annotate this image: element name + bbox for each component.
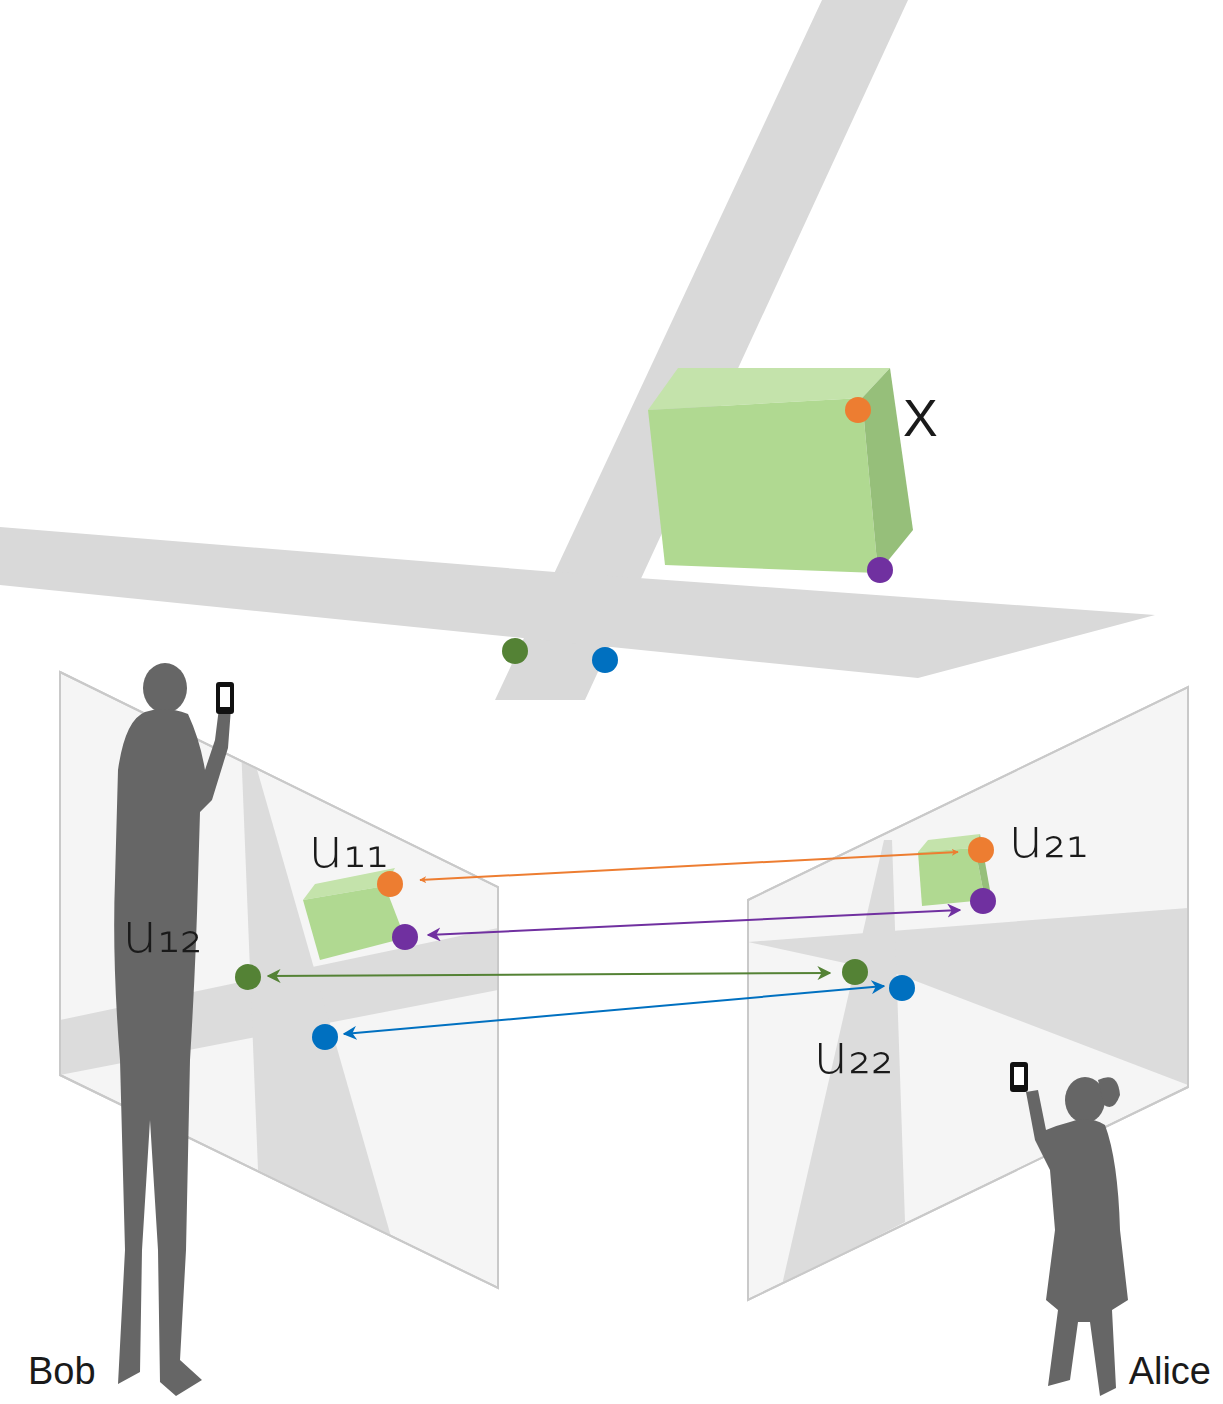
- phone: [216, 682, 234, 714]
- scene-roads: [0, 0, 1155, 700]
- point-dot: [312, 1024, 338, 1050]
- point-dot: [502, 638, 528, 664]
- point-dot: [592, 647, 618, 673]
- point-dot: [845, 397, 871, 423]
- road-image: [748, 908, 1188, 1085]
- head: [143, 663, 187, 713]
- point-label: u₁₂: [122, 905, 202, 961]
- person-name: Alice: [1129, 1352, 1211, 1390]
- image-plane: [748, 687, 1188, 1300]
- road-image: [241, 745, 392, 1240]
- person-silhouette: [1010, 1062, 1128, 1396]
- correspondence-arrow: [344, 986, 884, 1034]
- person-name: Bob: [28, 1352, 96, 1390]
- point-dot: [392, 924, 418, 950]
- road: [0, 527, 1155, 678]
- point-dot: [842, 959, 868, 985]
- person-silhouette: [114, 663, 234, 1396]
- correspondence-arrow: [268, 973, 830, 976]
- point-dot: [968, 837, 994, 863]
- point-label: u₂₁: [1008, 810, 1088, 866]
- plane-border: [748, 687, 1188, 1300]
- phone-screen: [1014, 1067, 1024, 1085]
- plane: [748, 687, 1188, 1300]
- point-label: X: [903, 392, 938, 444]
- phone-screen: [220, 687, 230, 707]
- body: [1026, 1090, 1128, 1396]
- body: [114, 708, 231, 1396]
- point-dot: [235, 964, 261, 990]
- point-label: u₁₁: [308, 820, 388, 876]
- road-image: [782, 840, 905, 1285]
- point-dot: [889, 975, 915, 1001]
- correspondence-arrow: [428, 910, 960, 935]
- point-dot: [970, 888, 996, 914]
- ponytail: [1098, 1077, 1120, 1107]
- phone: [1010, 1062, 1028, 1092]
- point-dot: [867, 557, 893, 583]
- box-front: [648, 398, 878, 573]
- point-label: u₂₂: [813, 1026, 893, 1082]
- box-image: [303, 886, 405, 960]
- correspondence-arrow: [420, 852, 958, 880]
- green-box: [648, 368, 913, 573]
